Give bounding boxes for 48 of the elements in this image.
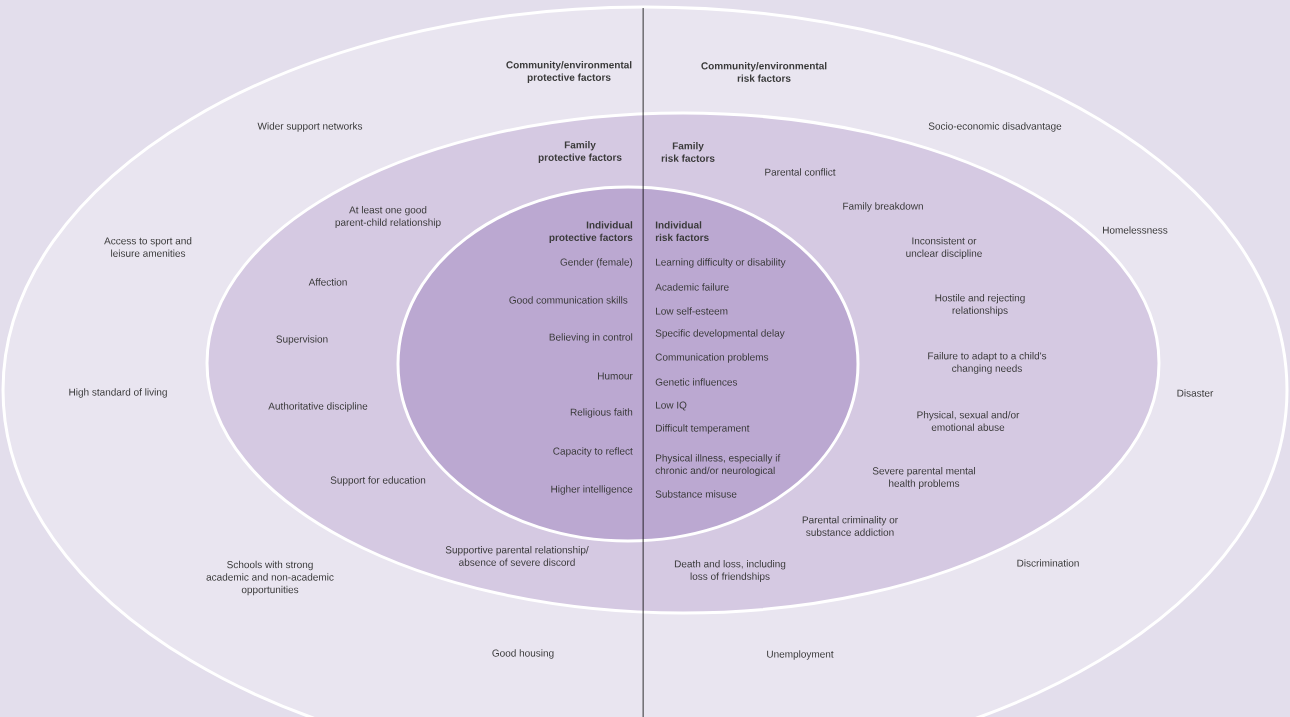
factor-label: Failure to adapt to a child's changing needs — [928, 352, 1047, 374]
factor-label: Socio-economic disadvantage — [928, 122, 1062, 132]
factor-label: Access to sport and leisure amenities — [104, 237, 192, 257]
heading: Family protective factors — [538, 141, 622, 163]
factor-label: Higher intelligence — [551, 485, 633, 495]
factor-label: Academic failure — [655, 283, 729, 291]
factor-label: Authoritative discipline — [268, 402, 368, 412]
factor-label: Gender (female) — [560, 258, 633, 268]
factor-label: At least one good parent-child relationship — [335, 206, 441, 228]
factor-label: Religious faith — [570, 408, 633, 418]
factor-label: Good housing — [492, 649, 554, 659]
heading: Community/environmental protective factors — [506, 61, 632, 83]
factor-label: Learning difficulty or disability — [656, 258, 786, 268]
factor-label: Supportive parental relationship/ absence of severe discord — [445, 546, 589, 566]
heading: Individual risk factors — [655, 221, 709, 242]
factor-label: Physical illness, especially if chronic and/or neurological — [655, 454, 781, 476]
factor-label: Schools with strong academic and non-academic opportunities — [206, 560, 334, 596]
factor-label: Communication problems — [655, 353, 769, 363]
factor-label: Affection — [308, 278, 347, 286]
factor-label: Severe parental mental health problems — [872, 467, 975, 489]
factor-label: Wider support networks — [257, 122, 363, 132]
factor-label: Specific developmental delay — [655, 329, 785, 339]
heading: Family risk factors — [661, 142, 715, 162]
factor-label: Believing in control — [549, 333, 633, 343]
factor-label: Good communication skills — [509, 296, 628, 304]
factor-label: Genetic influences — [655, 378, 738, 386]
factor-label: Discrimination — [1017, 559, 1079, 567]
factor-label: Death and loss, including loss of friendships — [674, 560, 786, 582]
factor-label: Parental conflict — [765, 168, 836, 176]
factor-label: Unemployment — [767, 650, 834, 660]
factor-label: Parental criminality or substance addiction — [802, 516, 898, 536]
factor-label: Humour — [598, 372, 633, 380]
factor-label: Supervision — [276, 335, 328, 345]
factor-label: Hostile and rejecting relationships — [935, 294, 1025, 316]
factor-label: Support for education — [330, 476, 426, 486]
factor-label: Capacity to reflect — [553, 447, 633, 457]
factor-label: Family breakdown — [843, 202, 923, 212]
factor-label: Difficult temperament — [656, 424, 750, 434]
factor-label: Inconsistent or unclear discipline — [906, 237, 982, 259]
factor-label: Physical, sexual and/or emotional abuse — [917, 411, 1020, 431]
factor-label: High standard of living — [69, 388, 167, 398]
heading: Community/environmental risk factors — [701, 62, 827, 82]
factor-label: Low self-esteem — [656, 307, 728, 315]
factor-label: Homelessness — [1103, 226, 1168, 234]
factor-label: Substance misuse — [655, 490, 737, 498]
factor-label: Low IQ — [656, 401, 687, 411]
heading: Individual protective factors — [549, 221, 633, 243]
factor-label: Disaster — [1177, 389, 1214, 397]
